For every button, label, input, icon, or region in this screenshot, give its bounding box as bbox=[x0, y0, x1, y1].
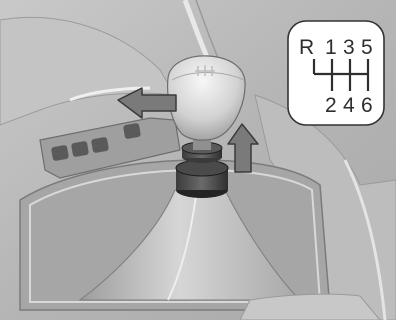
shift-pattern-diagram: R 1 3 5 2 4 6 bbox=[288, 21, 384, 125]
switch-button-4 bbox=[123, 123, 141, 140]
gear-label-1: 1 bbox=[325, 36, 337, 59]
gear-label-6: 6 bbox=[361, 94, 373, 117]
gear-label-3: 3 bbox=[343, 36, 355, 59]
storage-ledge bbox=[240, 294, 380, 320]
switch-button-1 bbox=[51, 145, 69, 162]
gear-label-5: 5 bbox=[361, 36, 373, 59]
switch-button-3 bbox=[91, 137, 109, 154]
reverse-lift-collar bbox=[176, 142, 228, 198]
knob-pattern-marking bbox=[195, 65, 215, 76]
switch-button-2 bbox=[71, 141, 89, 158]
gear-label-4: 4 bbox=[343, 94, 355, 117]
gear-label-2: 2 bbox=[325, 94, 337, 117]
gear-label-r: R bbox=[299, 36, 314, 59]
